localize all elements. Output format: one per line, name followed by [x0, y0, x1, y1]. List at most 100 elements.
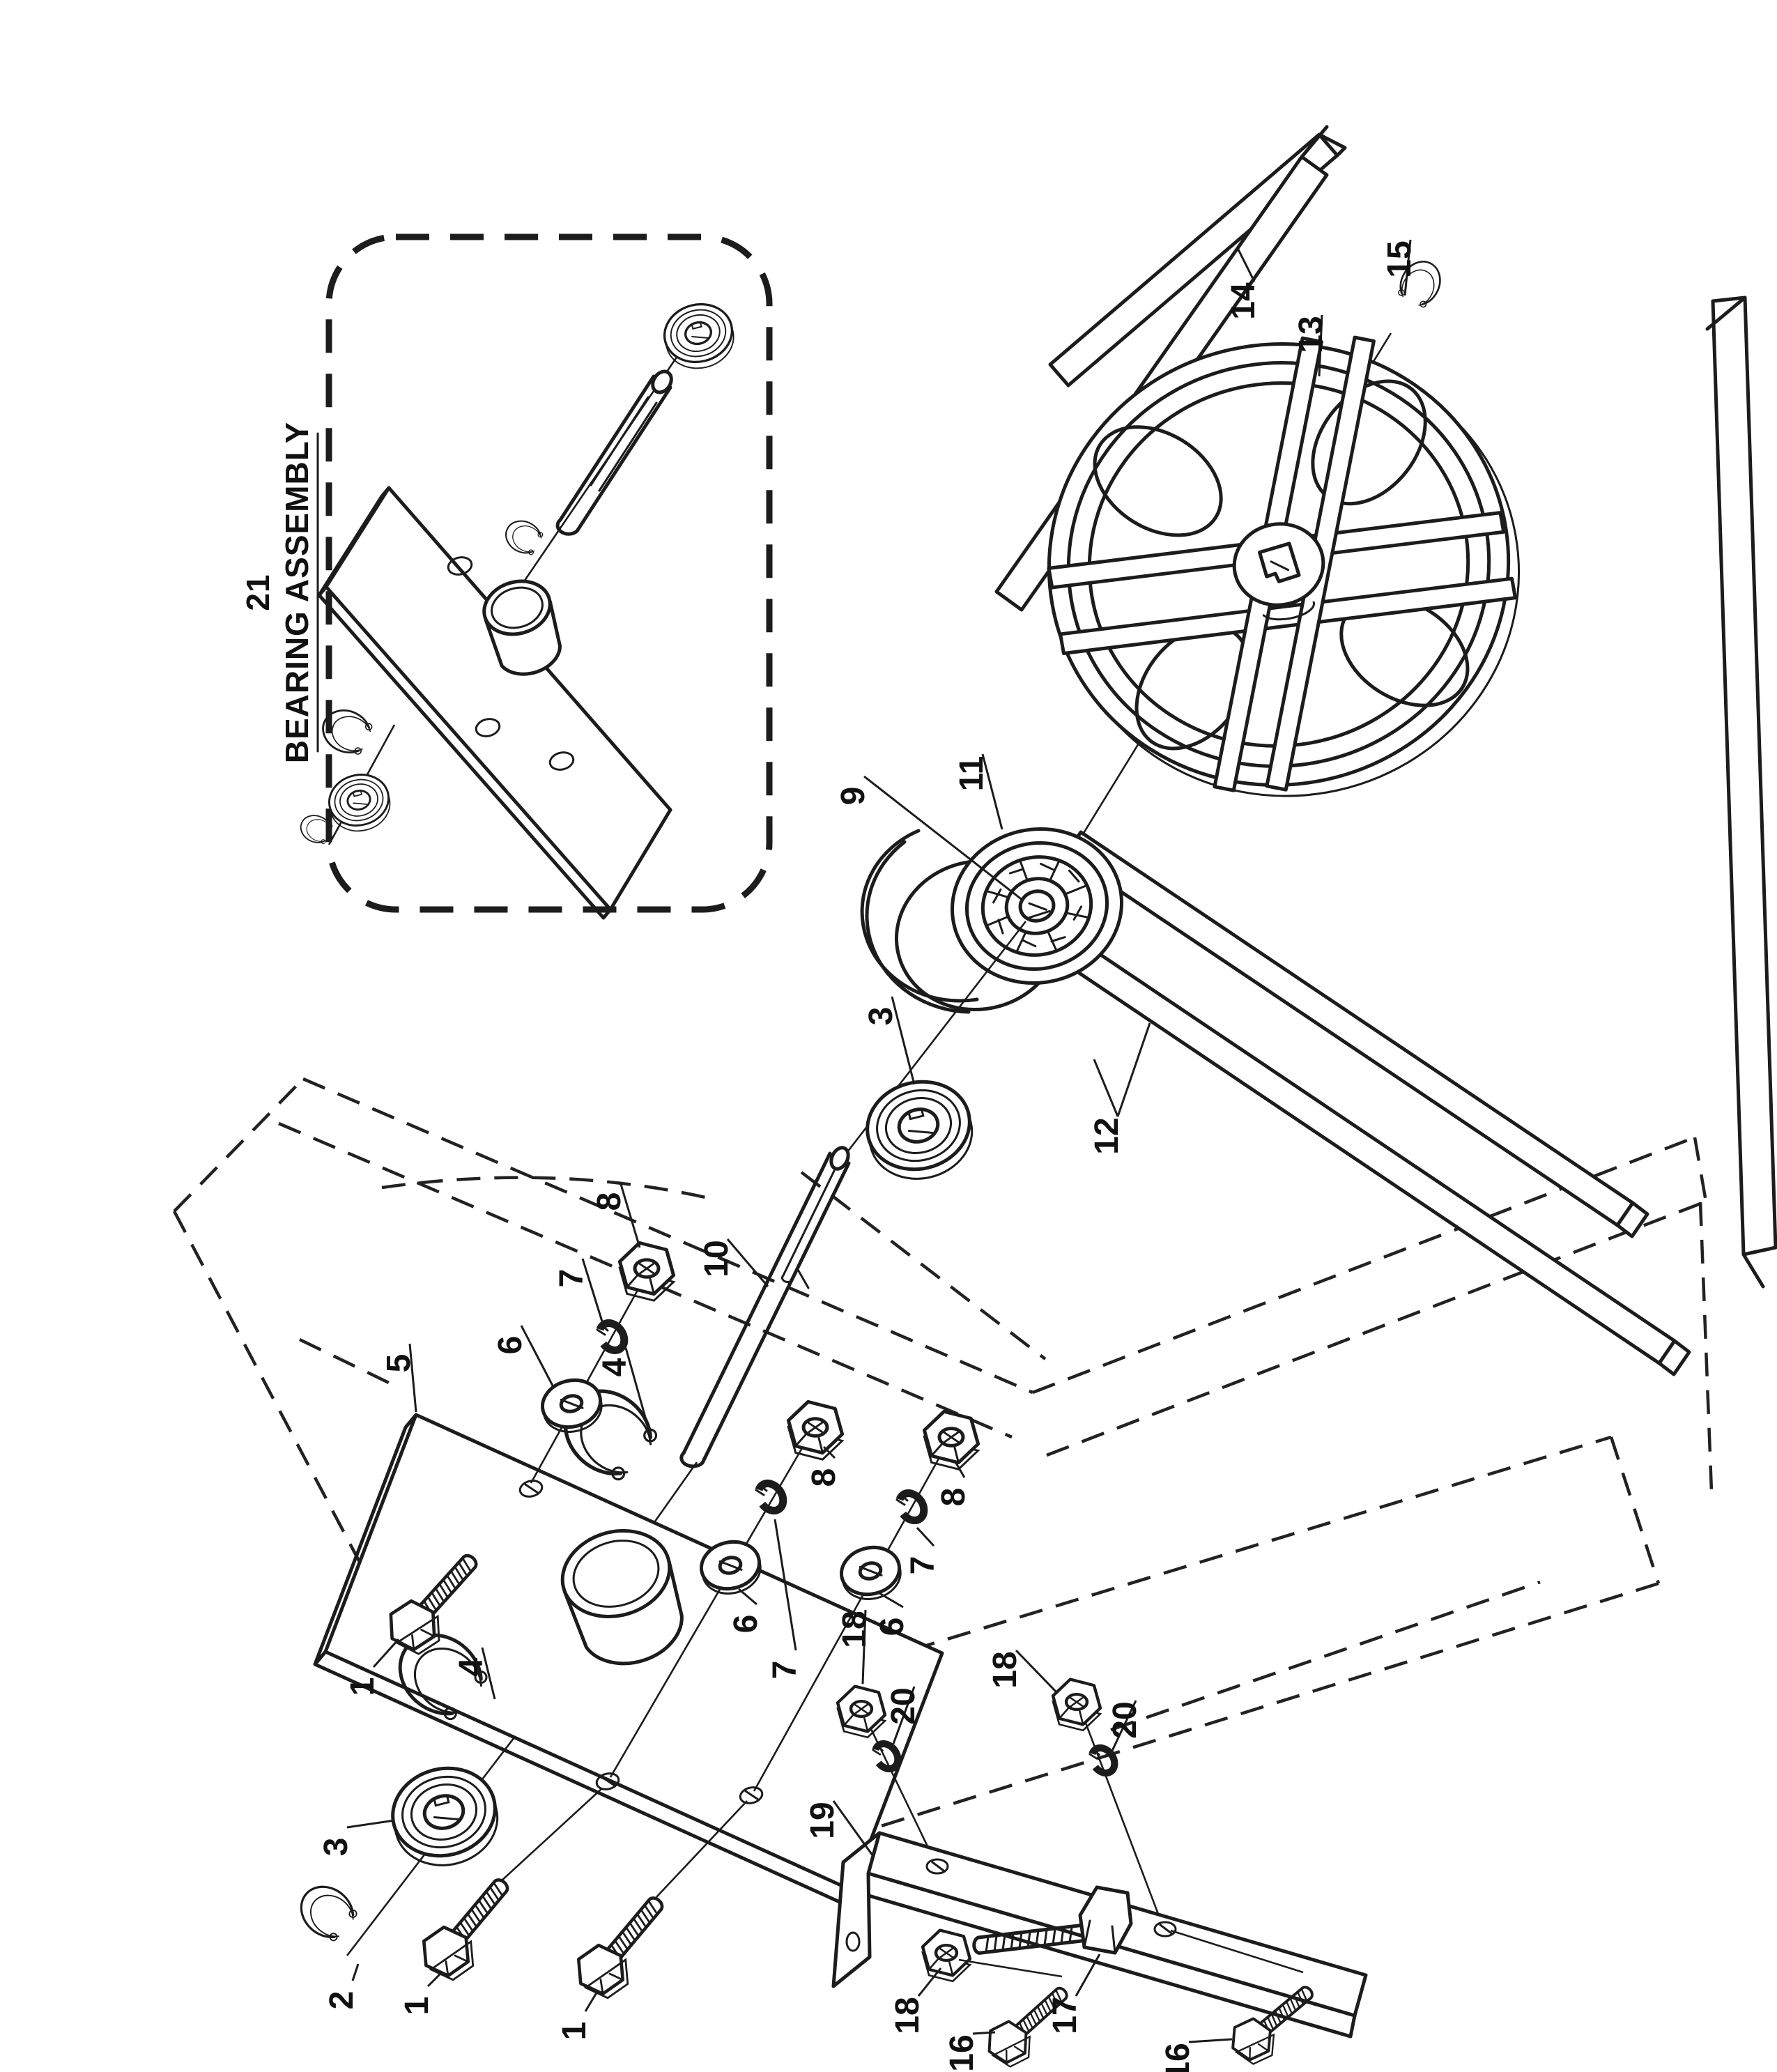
inset-dashed-border: [325, 233, 773, 913]
callout-label-14: 14: [1225, 282, 1262, 320]
callout-leader-12: [1093, 1059, 1119, 1117]
inset-title: 21 BEARING ASSEMBLY: [240, 422, 319, 764]
callout-label-1: 1: [344, 1678, 381, 1696]
nut-18-2: [1053, 1680, 1100, 1730]
inset-bushing: [482, 579, 562, 676]
washer-6-1: [537, 1374, 606, 1438]
callout-label-18: 18: [987, 1651, 1024, 1688]
callout-label-10: 10: [698, 1240, 735, 1277]
callout-label-7: 7: [905, 1556, 941, 1575]
inset-snap-ring: [500, 514, 546, 559]
nut-18-3: [923, 1931, 970, 1981]
callout-label-1: 1: [556, 2022, 593, 2041]
bolt-17: [972, 1885, 1133, 1955]
callout-leader-12: [1116, 1022, 1151, 1117]
bolt-1-left: [413, 1867, 527, 1989]
shaft-10: [679, 1146, 851, 1468]
callout-leader-6: [520, 1325, 555, 1388]
small-pulley: [950, 827, 1124, 985]
callout-label-3: 3: [318, 1838, 355, 1857]
nut-8-2: [788, 1402, 842, 1459]
inset-plate: [317, 486, 672, 920]
callout-label-3: 3: [863, 1007, 900, 1026]
bolt-1-right: [567, 1885, 682, 2007]
callout-leader-18: [1015, 1649, 1058, 1694]
bearing-3-upper: [858, 1071, 981, 1190]
callout-label-20: 20: [885, 1687, 922, 1724]
callout-leader-4: [624, 1347, 652, 1438]
callout-leader-1: [372, 1638, 400, 1668]
callout-label-7: 7: [767, 1661, 803, 1680]
phantom-housing-outline: [173, 1077, 1714, 1850]
callout-label-7: 7: [553, 1269, 590, 1288]
belt-14-right-run: [1705, 296, 1777, 1289]
big-pulley: [1047, 335, 1521, 797]
callout-label-2: 2: [323, 1991, 360, 2010]
callout-leader-4: [481, 1647, 496, 1700]
washer-6-3: [836, 1542, 905, 1605]
callout-label-16: 16: [944, 2034, 980, 2071]
nut-8-3: [924, 1411, 978, 1469]
callout-label-6: 6: [874, 1618, 911, 1636]
callout-label-20: 20: [1107, 1701, 1144, 1738]
callout-leader-20: [892, 1686, 916, 1744]
callout-leader-10: [726, 1238, 769, 1287]
callout-leader-5: [408, 1343, 417, 1413]
callout-leader-18: [861, 1609, 867, 1685]
callout-label-8: 8: [591, 1192, 628, 1211]
callout-label-19: 19: [804, 1802, 841, 1839]
inset-snap-ring-2: [315, 702, 376, 760]
callout-leader-3: [891, 996, 916, 1085]
lock-washer-7-2: [753, 1479, 788, 1516]
inset-bearing-2: [323, 767, 397, 838]
callout-label-9: 9: [835, 787, 872, 806]
nut-8-1: [620, 1243, 673, 1300]
callout-label-5: 5: [380, 1354, 417, 1373]
callout-leader-19: [832, 1800, 874, 1856]
callout-label-13: 13: [1293, 316, 1330, 353]
callout-label-6: 6: [728, 1615, 764, 1634]
callout-leader-15: [1403, 239, 1412, 296]
bushing: [560, 1528, 684, 1666]
callout-leader-9: [863, 775, 1024, 902]
callout-leader-8: [822, 1445, 836, 1459]
inset-bearing: [657, 296, 741, 377]
callout-label-15: 15: [1381, 240, 1418, 277]
callout-leader-7: [774, 1519, 797, 1651]
callout-label-16: 16: [1160, 2043, 1197, 2072]
callout-leader-20: [1111, 1700, 1137, 1751]
callout-leader-13: [1318, 314, 1323, 377]
callout-label-8: 8: [935, 1488, 972, 1507]
callout-label-18: 18: [889, 1997, 926, 2034]
callout-label-6: 6: [492, 1336, 529, 1355]
inset-bearing-assembly: 21 BEARING ASSEMBLY: [240, 233, 773, 920]
callout-label-17: 17: [1047, 1997, 1084, 2034]
inset-shaft: [555, 369, 673, 536]
callout-label-1: 1: [399, 1997, 436, 2016]
callout-leader-7: [916, 1526, 935, 1547]
callout-label-8: 8: [806, 1468, 843, 1487]
belt-12: [1044, 830, 1691, 1376]
callout-leader-3: [346, 1819, 395, 1829]
inset-title-text: BEARING ASSEMBLY: [279, 422, 315, 764]
callout-leader-17: [1075, 1954, 1101, 1997]
callout-leader-8: [619, 1181, 641, 1248]
callout-leader-16: [1188, 2038, 1233, 2043]
bearing-3-lower: [383, 1758, 507, 1876]
callout-label-4: 4: [453, 1657, 490, 1676]
callout-leader-11: [981, 753, 1003, 830]
callout-leader-1: [584, 1990, 599, 2012]
callout-leader-14: [1236, 247, 1256, 282]
callout-label-18: 18: [836, 1611, 873, 1648]
inset-number: 21: [240, 574, 276, 611]
callout-leader-18: [917, 1967, 942, 1997]
callout-leader-6: [738, 1588, 757, 1606]
callout-leader-2: [351, 1963, 360, 1981]
callout-leader-16: [972, 2031, 996, 2035]
callout-label-12: 12: [1088, 1117, 1125, 1154]
callout-leader-7: [581, 1258, 603, 1322]
callout-leader-8: [953, 1460, 966, 1478]
